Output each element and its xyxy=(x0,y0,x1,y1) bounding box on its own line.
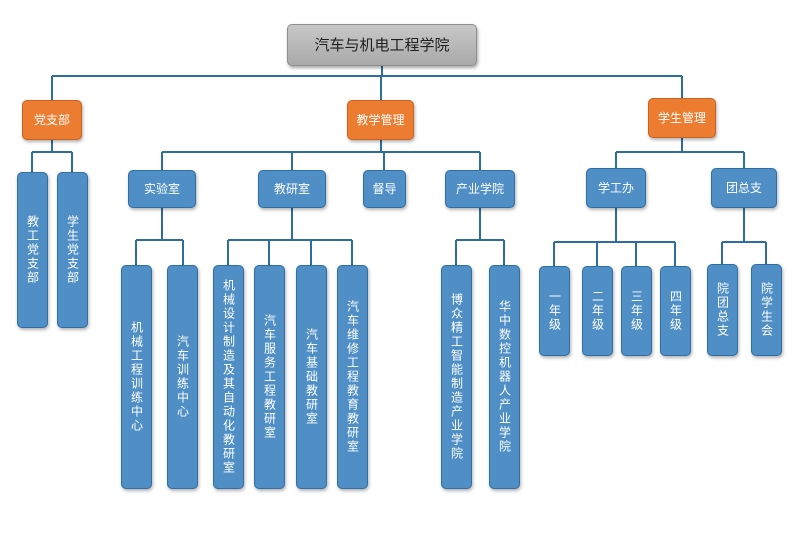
root-label: 汽车与机电工程学院 xyxy=(314,36,450,54)
node-label: 院学生会 xyxy=(759,282,774,338)
node-student-management: 学生管理 xyxy=(648,98,716,138)
node-label: 博众精工智能制造产业学院 xyxy=(449,293,464,461)
node-laboratory: 实验室 xyxy=(128,170,196,208)
node-label: 汽车服务工程教研室 xyxy=(262,314,277,440)
node-grade-2: 二年级 xyxy=(582,266,613,356)
node-grade-3: 三年级 xyxy=(621,266,652,356)
node-label: 学生管理 xyxy=(657,110,706,125)
node-youth-league: 团总支 xyxy=(711,168,777,208)
node-label: 三年级 xyxy=(629,290,644,332)
node-label: 院团总支 xyxy=(715,282,730,338)
node-huazhong-industry-college: 华中数控机器人产业学院 xyxy=(489,265,520,489)
node-label: 教学管理 xyxy=(356,112,405,127)
node-label: 二年级 xyxy=(590,290,605,332)
node-automotive-service-office: 汽车服务工程教研室 xyxy=(254,265,285,489)
node-supervision: 督导 xyxy=(363,170,406,208)
connector xyxy=(135,208,184,265)
connector xyxy=(227,208,353,265)
connector xyxy=(31,140,73,172)
node-label: 华中数控机器人产业学院 xyxy=(497,300,512,454)
node-label: 教工党支部 xyxy=(25,215,40,285)
connector xyxy=(455,208,505,265)
node-label: 机械设计制造及其自动化教研室 xyxy=(221,279,236,475)
node-mechanical-training-center: 机械工程训练中心 xyxy=(121,265,152,489)
node-student-party-branch: 学生党支部 xyxy=(57,172,88,328)
node-industry-college: 产业学院 xyxy=(445,170,515,208)
node-label: 汽车维修工程教育教研室 xyxy=(345,300,360,454)
node-mechanical-design-office: 机械设计制造及其自动化教研室 xyxy=(213,265,244,489)
root-node: 汽车与机电工程学院 xyxy=(287,24,477,66)
connector xyxy=(721,208,767,264)
node-label: 学生党支部 xyxy=(65,215,80,285)
node-label: 教研室 xyxy=(273,181,310,196)
node-label: 汽车训练中心 xyxy=(175,335,190,419)
connector xyxy=(161,140,481,170)
node-automotive-training-center: 汽车训练中心 xyxy=(167,265,198,489)
node-grade-4: 四年级 xyxy=(660,266,691,356)
node-label: 机械工程训练中心 xyxy=(129,321,144,433)
node-label: 实验室 xyxy=(143,181,180,196)
node-student-union: 院学生会 xyxy=(751,264,782,356)
connector xyxy=(553,208,676,266)
node-automotive-repair-office: 汽车维修工程教育教研室 xyxy=(337,265,368,489)
node-bozhong-industry-college: 博众精工智能制造产业学院 xyxy=(441,265,472,489)
connector xyxy=(51,76,683,100)
connector xyxy=(615,138,745,168)
node-label: 团总支 xyxy=(725,180,762,195)
node-label: 党支部 xyxy=(33,112,70,127)
node-label: 汽车基础教研室 xyxy=(304,328,319,426)
node-label: 产业学院 xyxy=(455,181,504,196)
node-label: 学工办 xyxy=(597,180,634,195)
node-automotive-basics-office: 汽车基础教研室 xyxy=(296,265,327,489)
node-teaching-office: 教研室 xyxy=(258,170,326,208)
node-college-youth-league: 院团总支 xyxy=(707,264,738,356)
node-party-branch: 党支部 xyxy=(22,100,82,140)
node-student-affairs-office: 学工办 xyxy=(586,168,646,208)
node-grade-1: 一年级 xyxy=(539,266,570,356)
node-faculty-party-branch: 教工党支部 xyxy=(17,172,48,328)
node-label: 一年级 xyxy=(547,290,562,332)
node-label: 四年级 xyxy=(668,290,683,332)
node-label: 督导 xyxy=(372,181,397,196)
node-teaching-management: 教学管理 xyxy=(347,100,414,140)
